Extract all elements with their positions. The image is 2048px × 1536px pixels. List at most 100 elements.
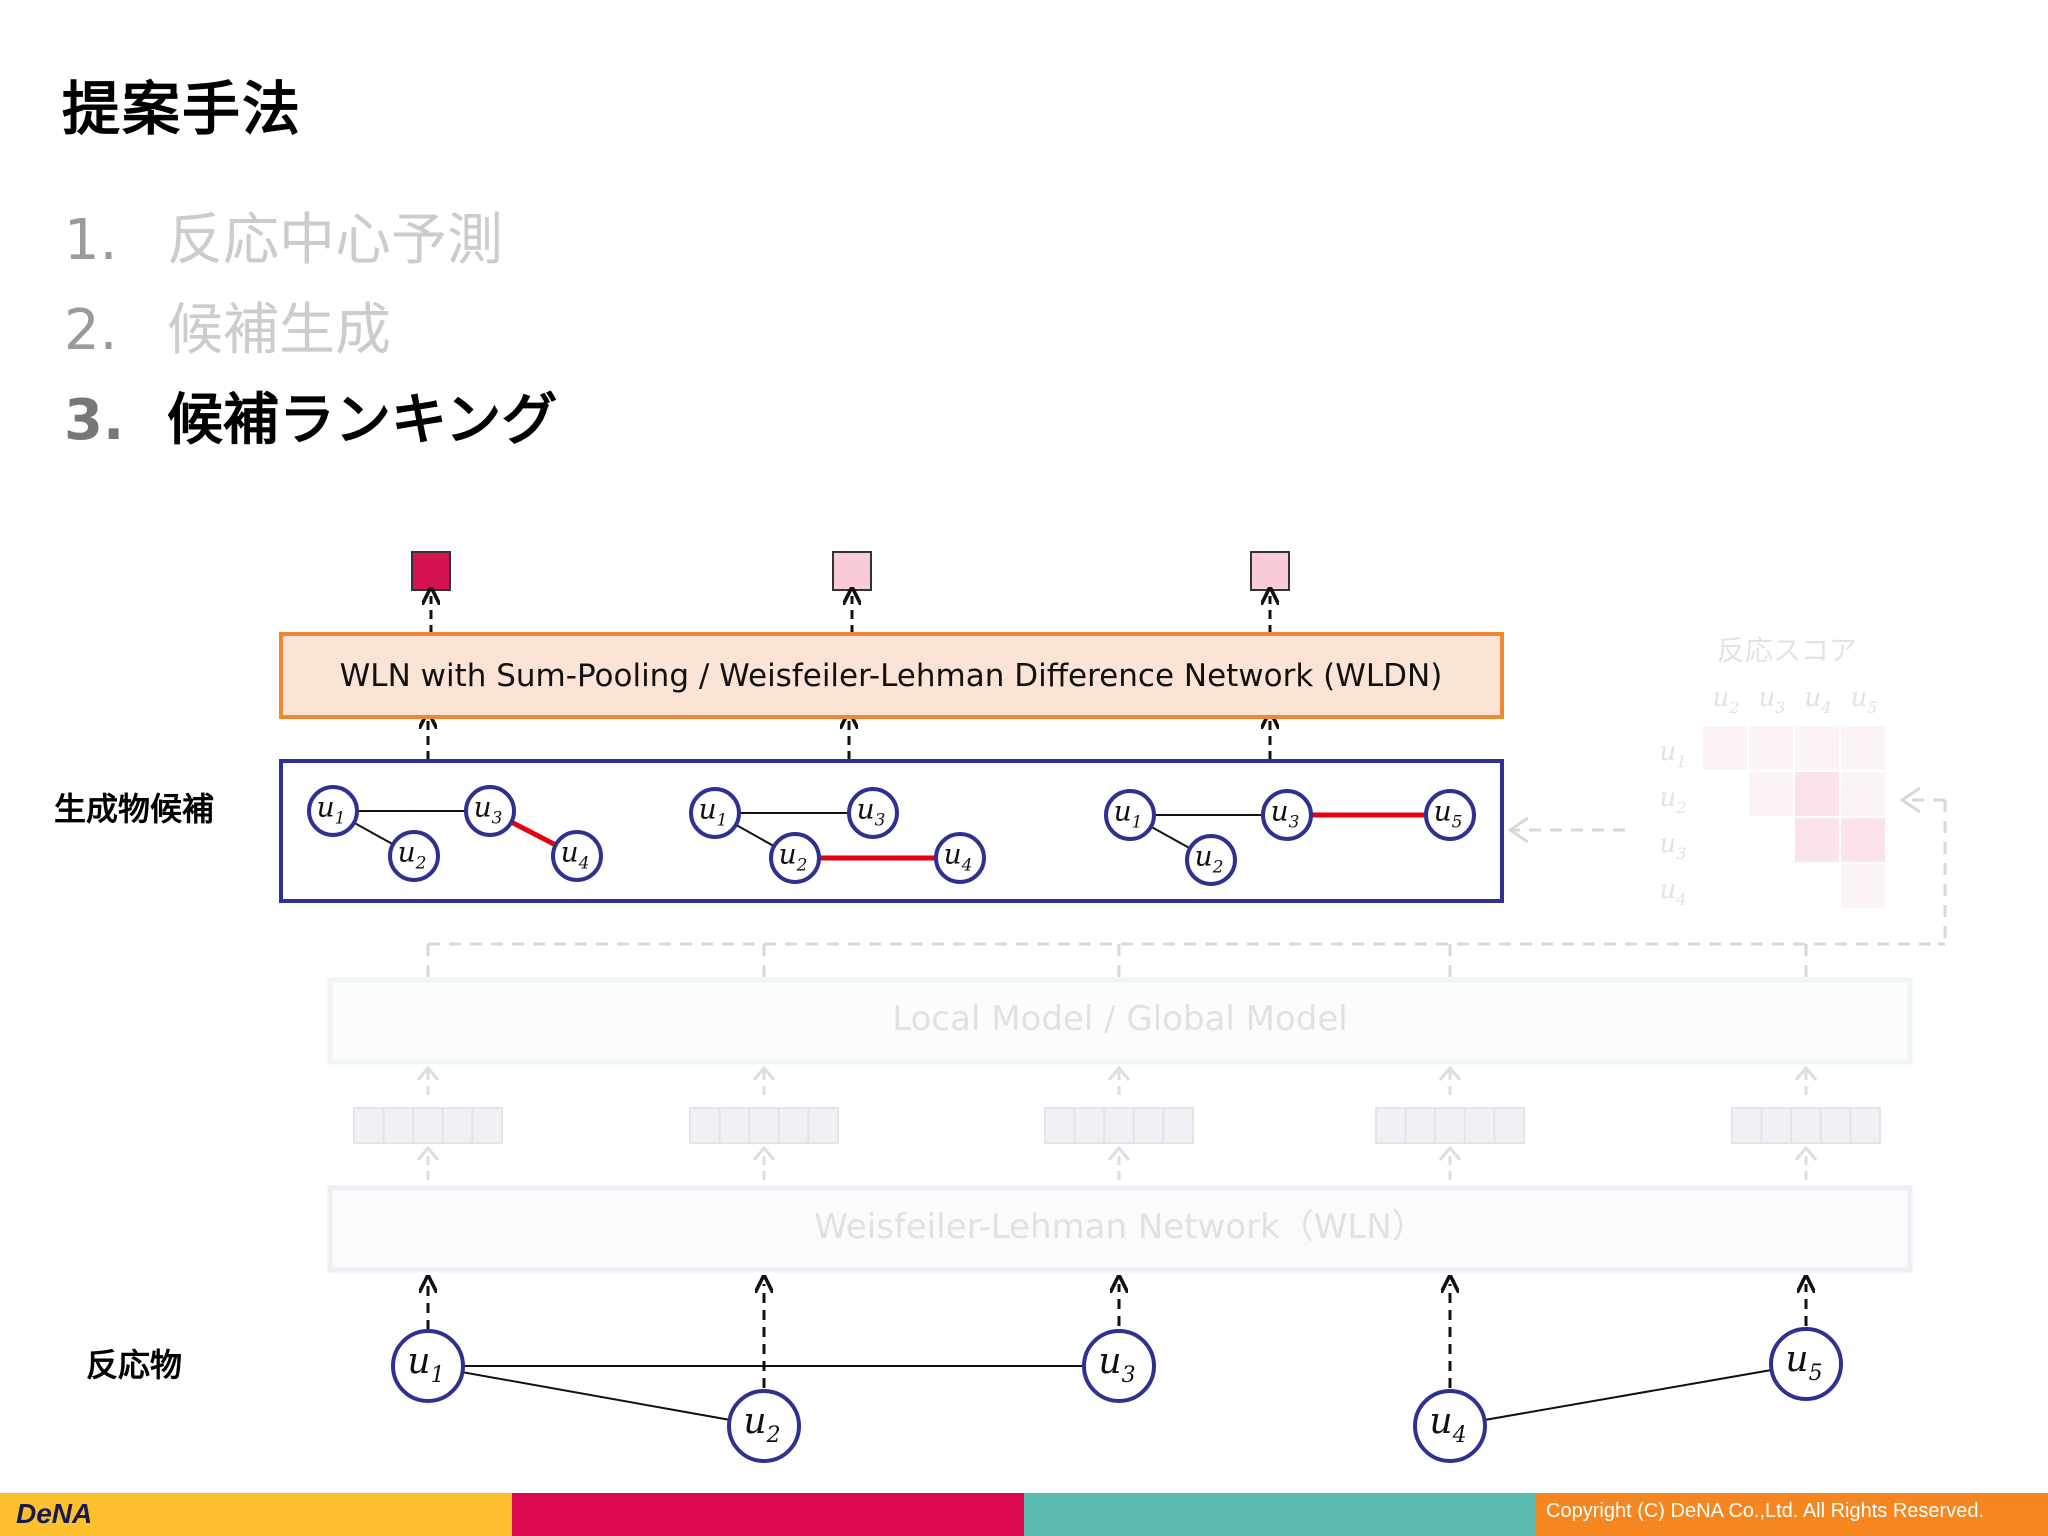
copyright-text: Copyright (C) DeNA Co.,Ltd. All Rights R… (1546, 1500, 1984, 1522)
local-global-box (327, 977, 1913, 1065)
step-2-label: 候補生成 (167, 298, 391, 363)
feature-cell (689, 1107, 721, 1144)
candidate-2-node-u1-label: u1 (699, 793, 728, 831)
candidate-1-node-u4-circle (551, 830, 603, 882)
step-3: 3. 候補ランキング (64, 376, 557, 466)
feature-cell (412, 1107, 444, 1144)
reactant-node-u2-label: u2 (743, 1401, 780, 1448)
feature-vectors (353, 1065, 1882, 1180)
step-1-label: 反応中心予測 (167, 208, 503, 273)
feature-cell (382, 1107, 415, 1144)
candidate-3-node-u2-label: u2 (1195, 840, 1224, 878)
candidates-label: 生成物候補 (54, 790, 215, 828)
score-cell (1703, 726, 1747, 770)
feature-cell (1760, 1107, 1793, 1144)
faded-arrow-score (1899, 786, 1921, 814)
score-cell (1749, 772, 1793, 816)
candidate-2-node-u2-circle (769, 832, 821, 884)
candidate-3-node-u3-label: u3 (1271, 795, 1300, 833)
feature-cell (441, 1107, 474, 1144)
reactant-node-u1-circle (391, 1329, 465, 1403)
outputs (411, 551, 1290, 760)
feature-cell (748, 1107, 780, 1144)
candidate-3-node-u2-circle (1185, 834, 1237, 886)
feature-cell (718, 1107, 751, 1144)
faded-connectors (426, 798, 1947, 980)
feature-cell (1434, 1107, 1466, 1144)
wln-bottom-text: Weisfeiler-Lehman Network（WLN） (814, 1207, 1426, 1247)
faded-arrow-head (1438, 1065, 1462, 1081)
candidate-2-node-u3-circle (847, 787, 899, 839)
footer-teal (1024, 1493, 1536, 1536)
score-cell (1749, 726, 1793, 770)
candidate-3-node-u3-circle (1261, 789, 1313, 841)
score-col-u5: u5 (1851, 683, 1878, 717)
step-3-number: 3. (64, 388, 125, 453)
candidate-2-node-u2-label: u2 (779, 838, 808, 876)
candidate-1-node-u3-circle (464, 785, 516, 837)
reactant-node-u4-label: u4 (1429, 1401, 1466, 1448)
footer-magenta (512, 1493, 1024, 1536)
faded-arrow-head (416, 1065, 440, 1081)
footer-bar (0, 1493, 2048, 1536)
feature-cell (1375, 1107, 1407, 1144)
footer-orange (1536, 1493, 2048, 1536)
feature-cell (1493, 1107, 1526, 1144)
candidate-1-node-u4-label: u4 (561, 836, 590, 874)
faded-arrow-head (1438, 1145, 1462, 1161)
candidate-2-node-u4-label: u4 (944, 838, 973, 876)
faded-arrow-head (416, 1145, 440, 1161)
feature-cell (777, 1107, 810, 1144)
page-title: 提案手法 (62, 75, 303, 143)
reactants-label: 反応物 (86, 1346, 183, 1384)
feature-cell (1044, 1107, 1076, 1144)
candidate-3-node-u1-label: u1 (1114, 795, 1143, 833)
score-cell (1795, 726, 1839, 770)
step-1-number: 1. (64, 208, 118, 273)
score-cell (1841, 726, 1885, 770)
faded-arrow-head (1107, 1145, 1131, 1161)
faded-arrow-head (1794, 1145, 1818, 1161)
reactant-node-u4-circle (1413, 1389, 1487, 1463)
step-3-label: 候補ランキング (167, 388, 558, 453)
wldn-box (279, 632, 1504, 719)
candidate-3-node-u1-circle (1104, 789, 1156, 841)
faded-arrow-head (752, 1065, 776, 1081)
score-row-u2: u2 (1660, 783, 1687, 817)
wldn-text: WLN with Sum-Pooling / Weisfeiler-Lehman… (340, 658, 1443, 694)
candidate-1-node-u2-label: u2 (398, 836, 427, 874)
reactant-graph (427, 1363, 1807, 1427)
score-col-u4: u4 (1805, 683, 1832, 717)
candidate-1-node-u1-label: u1 (317, 791, 346, 829)
score-cell (1841, 818, 1885, 862)
candidate-3-node-u5-label: u5 (1434, 795, 1463, 833)
reactant-node-u3-label: u3 (1098, 1341, 1135, 1388)
feature-cell (1103, 1107, 1135, 1144)
step-1: 1. 反応中心予測 (64, 196, 557, 286)
feature-cell (807, 1107, 840, 1144)
score-cell (1841, 772, 1885, 816)
feature-cell (1463, 1107, 1496, 1144)
faded-arrow-left (1507, 816, 1529, 844)
feature-cell (471, 1107, 503, 1144)
score-row-u1: u1 (1660, 737, 1687, 771)
output-score-1 (411, 551, 451, 591)
feature-cell (1404, 1107, 1437, 1144)
score-col-u2: u2 (1713, 683, 1740, 717)
score-title: 反応スコア (1717, 634, 1857, 667)
score-cell (1841, 864, 1885, 908)
dena-logo: DeNA (16, 1498, 93, 1529)
feature-cell (1790, 1107, 1822, 1144)
feature-cell (1819, 1107, 1852, 1144)
score-cell (1795, 772, 1839, 816)
feature-cell (353, 1107, 385, 1144)
faded-arrow-head (752, 1145, 776, 1161)
wln-bottom-box (327, 1185, 1913, 1273)
faded-arrow-head (1794, 1065, 1818, 1081)
output-score-2 (832, 551, 872, 591)
feature-cell (1731, 1107, 1763, 1144)
output-score-3 (1250, 551, 1290, 591)
